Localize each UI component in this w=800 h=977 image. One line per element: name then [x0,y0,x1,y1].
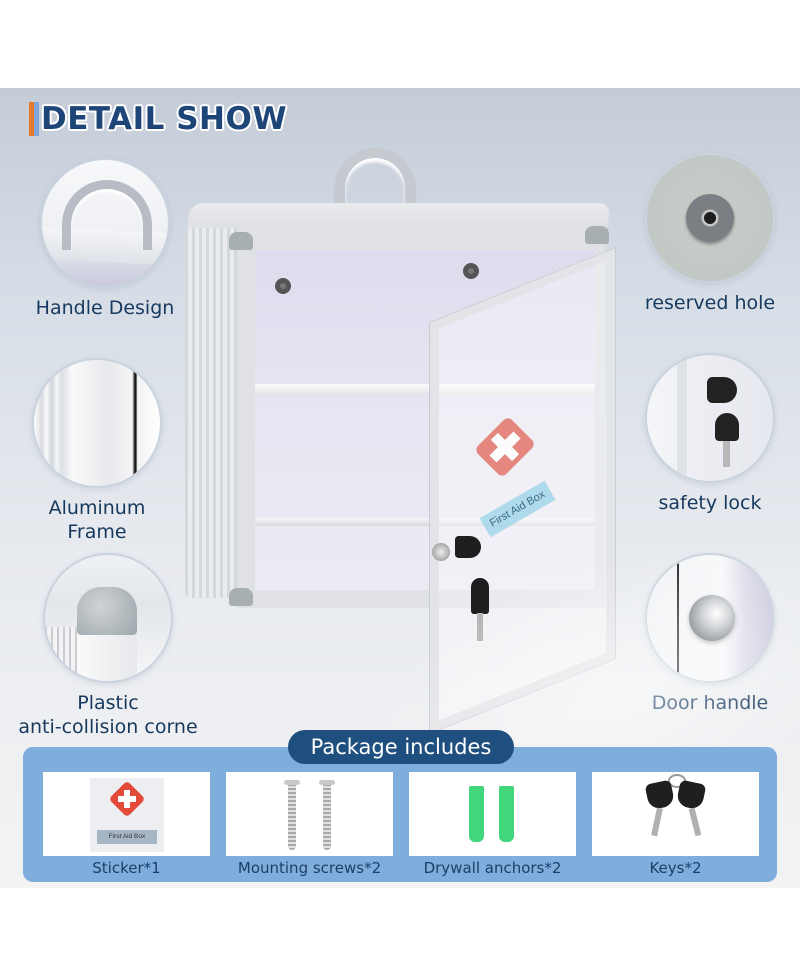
door-knob-icon [645,553,775,683]
package-item-screws [226,772,393,856]
cabinet-interior [255,250,595,590]
package-includes-heading: Package includes [288,730,514,764]
package-item-label: Sticker*1 [92,859,161,877]
feature-label-line1: Aluminum [48,497,146,519]
first-aid-cabinet: First Aid Box [185,148,615,733]
title-accent-blue [34,102,39,136]
feature-reserved-hole: reserved hole [615,153,800,315]
lock-key-icon [645,353,775,483]
key-icon [644,779,676,811]
sticker-text: First Aid Box [97,830,157,844]
sticker-icon: First Aid Box [90,778,164,852]
screw-icon [319,780,335,850]
feature-label: safety lock [658,492,762,514]
reserved-hole-icon [463,263,479,279]
carry-handle [335,148,415,206]
reserved-hole-icon [275,278,291,294]
key-blade [651,807,663,837]
aluminum-frame-icon [32,358,162,488]
corner-cap-icon [585,226,609,244]
lock-cylinder-icon [432,543,450,561]
package-item-anchors [409,772,576,856]
feature-label: reserved hole [644,292,776,314]
corner-cap-icon [43,553,173,683]
title-accent-orange [29,102,34,136]
reserved-hole-icon [645,153,775,283]
cabinet-shelf-lower [255,518,595,526]
package-item-label: Mounting screws*2 [237,859,382,877]
key-blade [477,613,483,641]
feature-aluminum-frame: Aluminum Frame [2,358,192,544]
feature-label-line2: Frame [67,521,127,543]
glass-door [430,248,615,733]
product-detail-image: DETAIL SHOW Handle Design Aluminum Frame… [0,88,800,888]
feature-label: Door handle [651,692,769,714]
cabinet-side [185,228,237,598]
corner-cap-icon [229,588,253,606]
handle-icon [40,158,170,288]
screw-icon [284,780,300,850]
page-title: DETAIL SHOW [29,100,287,138]
package-item-label: Drywall anchors*2 [423,859,562,877]
cabinet-shelf [255,384,595,396]
key-icon [471,578,489,614]
feature-handle-design: Handle Design [10,158,200,320]
package-item-label: Keys*2 [649,859,702,877]
feature-corner-cap: Plastic anti-collision corne [8,553,208,739]
first-aid-cross-icon [108,780,146,818]
corner-cap-icon [229,232,253,250]
key-icon [455,536,481,558]
package-item-sticker: First Aid Box [43,772,210,856]
feature-label-line2: anti-collision corne [18,716,198,738]
key-icon [675,779,707,811]
feature-label: Handle Design [35,297,175,319]
feature-safety-lock: safety lock [615,353,800,515]
feature-label-line1: Plastic [77,692,139,714]
key-blade [688,807,702,837]
anchor-icon [499,786,514,842]
anchor-icon [469,786,484,842]
feature-door-handle: Door handle [615,553,800,715]
package-item-keys [592,772,759,856]
title-text: DETAIL SHOW [41,101,288,137]
